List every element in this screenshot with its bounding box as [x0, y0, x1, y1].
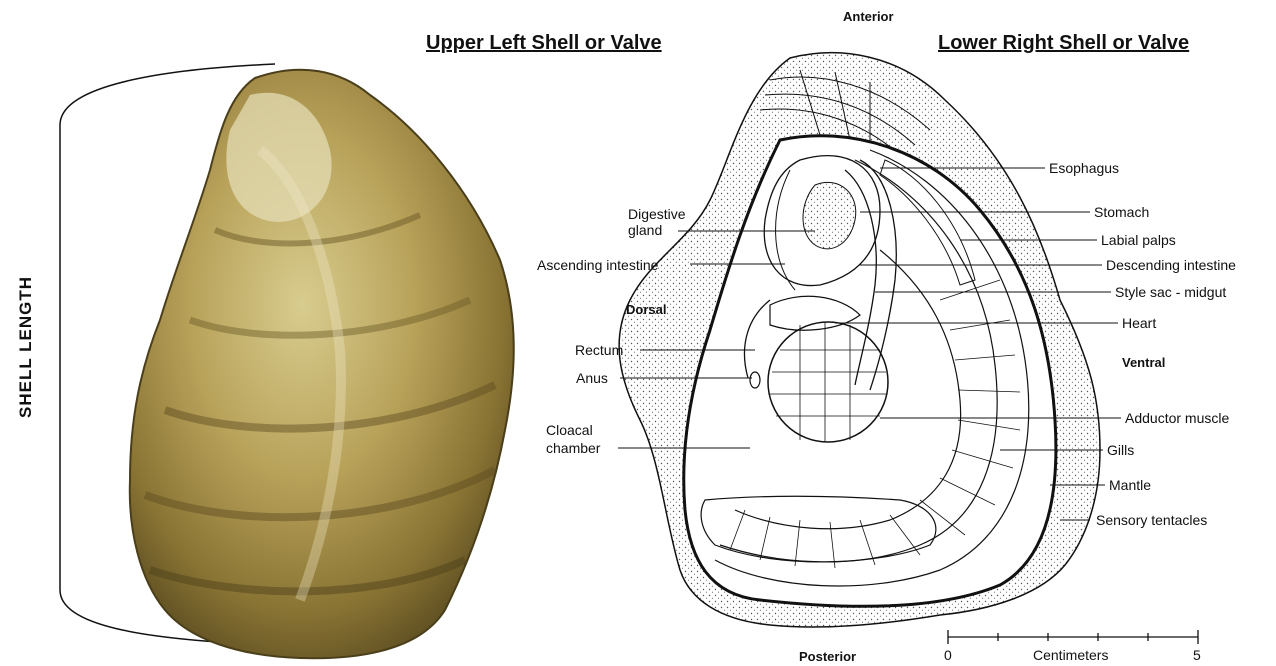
- ventral-label: Ventral: [1122, 355, 1165, 370]
- right-shell-heading: Lower Right Shell or Valve: [938, 32, 1189, 55]
- label-sensory-tentacles: Sensory tentacles: [1096, 512, 1207, 528]
- label-digestive-gland-line1: Digestive: [628, 206, 686, 222]
- label-stomach: Stomach: [1094, 204, 1149, 220]
- lower-right-shell-diagram: [619, 53, 1100, 627]
- shell-length-label: SHELL LENGTH: [16, 276, 36, 418]
- label-gills: Gills: [1107, 442, 1134, 458]
- dorsal-label: Dorsal: [626, 302, 666, 317]
- scale-start-label: 0: [944, 647, 952, 663]
- label-anus: Anus: [576, 370, 608, 386]
- upper-left-shell-photo: [130, 70, 514, 659]
- label-adductor-muscle: Adductor muscle: [1125, 410, 1229, 426]
- label-style-sac-midgut: Style sac - midgut: [1115, 284, 1226, 300]
- left-shell-heading: Upper Left Shell or Valve: [426, 32, 662, 55]
- label-digestive-gland-line2: gland: [628, 222, 662, 238]
- posterior-label: Posterior: [799, 649, 856, 664]
- anterior-label: Anterior: [843, 9, 894, 24]
- label-esophagus: Esophagus: [1049, 160, 1119, 176]
- scale-title-label: Centimeters: [1033, 647, 1108, 663]
- label-cloacal-chamber-line1: Cloacal: [546, 422, 593, 438]
- label-mantle: Mantle: [1109, 477, 1151, 493]
- scale-end-label: 5: [1193, 647, 1201, 663]
- label-rectum: Rectum: [575, 342, 623, 358]
- label-labial-palps: Labial palps: [1101, 232, 1176, 248]
- label-cloacal-chamber-line2: chamber: [546, 440, 600, 456]
- scale-bar: [948, 630, 1198, 644]
- label-descending-intestine: Descending intestine: [1106, 257, 1236, 273]
- label-ascending-intestine: Ascending intestine: [537, 257, 658, 273]
- label-heart: Heart: [1122, 315, 1156, 331]
